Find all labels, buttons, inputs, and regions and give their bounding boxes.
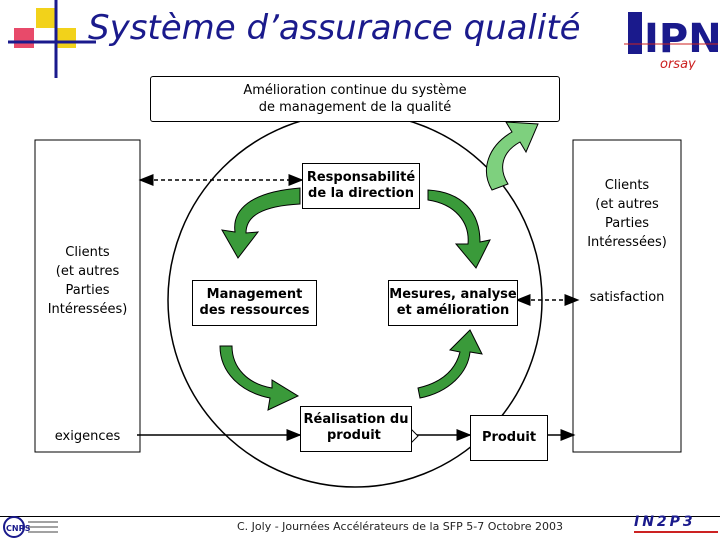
- management-box: Management des ressources: [192, 280, 317, 326]
- management-l1: Management: [206, 287, 303, 302]
- realisation-l1: Réalisation du: [303, 412, 409, 427]
- realisation-l2: produit: [327, 428, 381, 443]
- produit-box: Produit: [470, 415, 548, 461]
- ipn-logo-subtext: orsay: [660, 57, 696, 70]
- footer-text: C. Joly - Journées Accélérateurs de la S…: [237, 520, 563, 533]
- right-clients-l3: Parties: [604, 216, 650, 231]
- improvement-line-2: de management de la qualité: [258, 100, 452, 115]
- green-arrow-bottom-right: [417, 329, 483, 399]
- left-clients-label: Clients (et autres Parties Intéressées): [35, 243, 140, 319]
- page-title: Système d’assurance qualité: [88, 8, 581, 48]
- responsabilite-box: Responsabilité de la direction: [302, 163, 420, 209]
- ipn-logo-text: IPN: [644, 16, 718, 62]
- left-clients-panel: [34, 139, 141, 453]
- yellow-square: [36, 8, 56, 28]
- left-clients-l4: Intéressées): [47, 302, 128, 317]
- green-arrow-top-right: [427, 189, 491, 269]
- realisation-box: Réalisation du produit: [300, 406, 412, 452]
- satisfaction-label: satisfaction: [589, 290, 665, 305]
- cnrs-logo: CNRS: [2, 516, 62, 538]
- green-arrow-bottom-left: [219, 345, 300, 411]
- exigences-label: exigences: [54, 429, 121, 444]
- improvement-arrow: [486, 121, 539, 191]
- left-clients-l1: Clients: [65, 245, 110, 260]
- responsabilite-l2: de la direction: [308, 186, 414, 201]
- improvement-box: Amélioration continue du système de mana…: [150, 76, 560, 122]
- responsabilite-l1: Responsabilité: [306, 170, 416, 185]
- right-clients-l4: Intéressées): [587, 235, 667, 250]
- footer-rule: [0, 516, 720, 517]
- management-l2: des ressources: [199, 303, 310, 318]
- left-clients-l3: Parties: [65, 283, 110, 298]
- cnrs-logo-text: CNRS: [6, 524, 31, 533]
- improvement-line-1: Amélioration continue du système: [243, 83, 467, 98]
- ipn-logo: IPN orsay: [624, 4, 720, 72]
- mesures-l1: Mesures, analyse: [389, 287, 517, 302]
- mesures-l2: et amélioration: [396, 303, 510, 318]
- right-clients-l1: Clients: [604, 178, 650, 193]
- green-arrow-top-left: [221, 187, 301, 259]
- mesures-box: Mesures, analyse et amélioration: [388, 280, 518, 326]
- right-clients-l2: (et autres: [595, 197, 659, 212]
- left-clients-l2: (et autres: [55, 264, 120, 279]
- in2p3-logo: IN2P3: [634, 514, 718, 538]
- right-clients-label: Clients (et autres Parties Intéressées): [573, 176, 681, 252]
- corner-decoration: [8, 0, 96, 78]
- in2p3-logo-text: IN2P3: [634, 514, 696, 530]
- right-clients-panel: [572, 139, 682, 453]
